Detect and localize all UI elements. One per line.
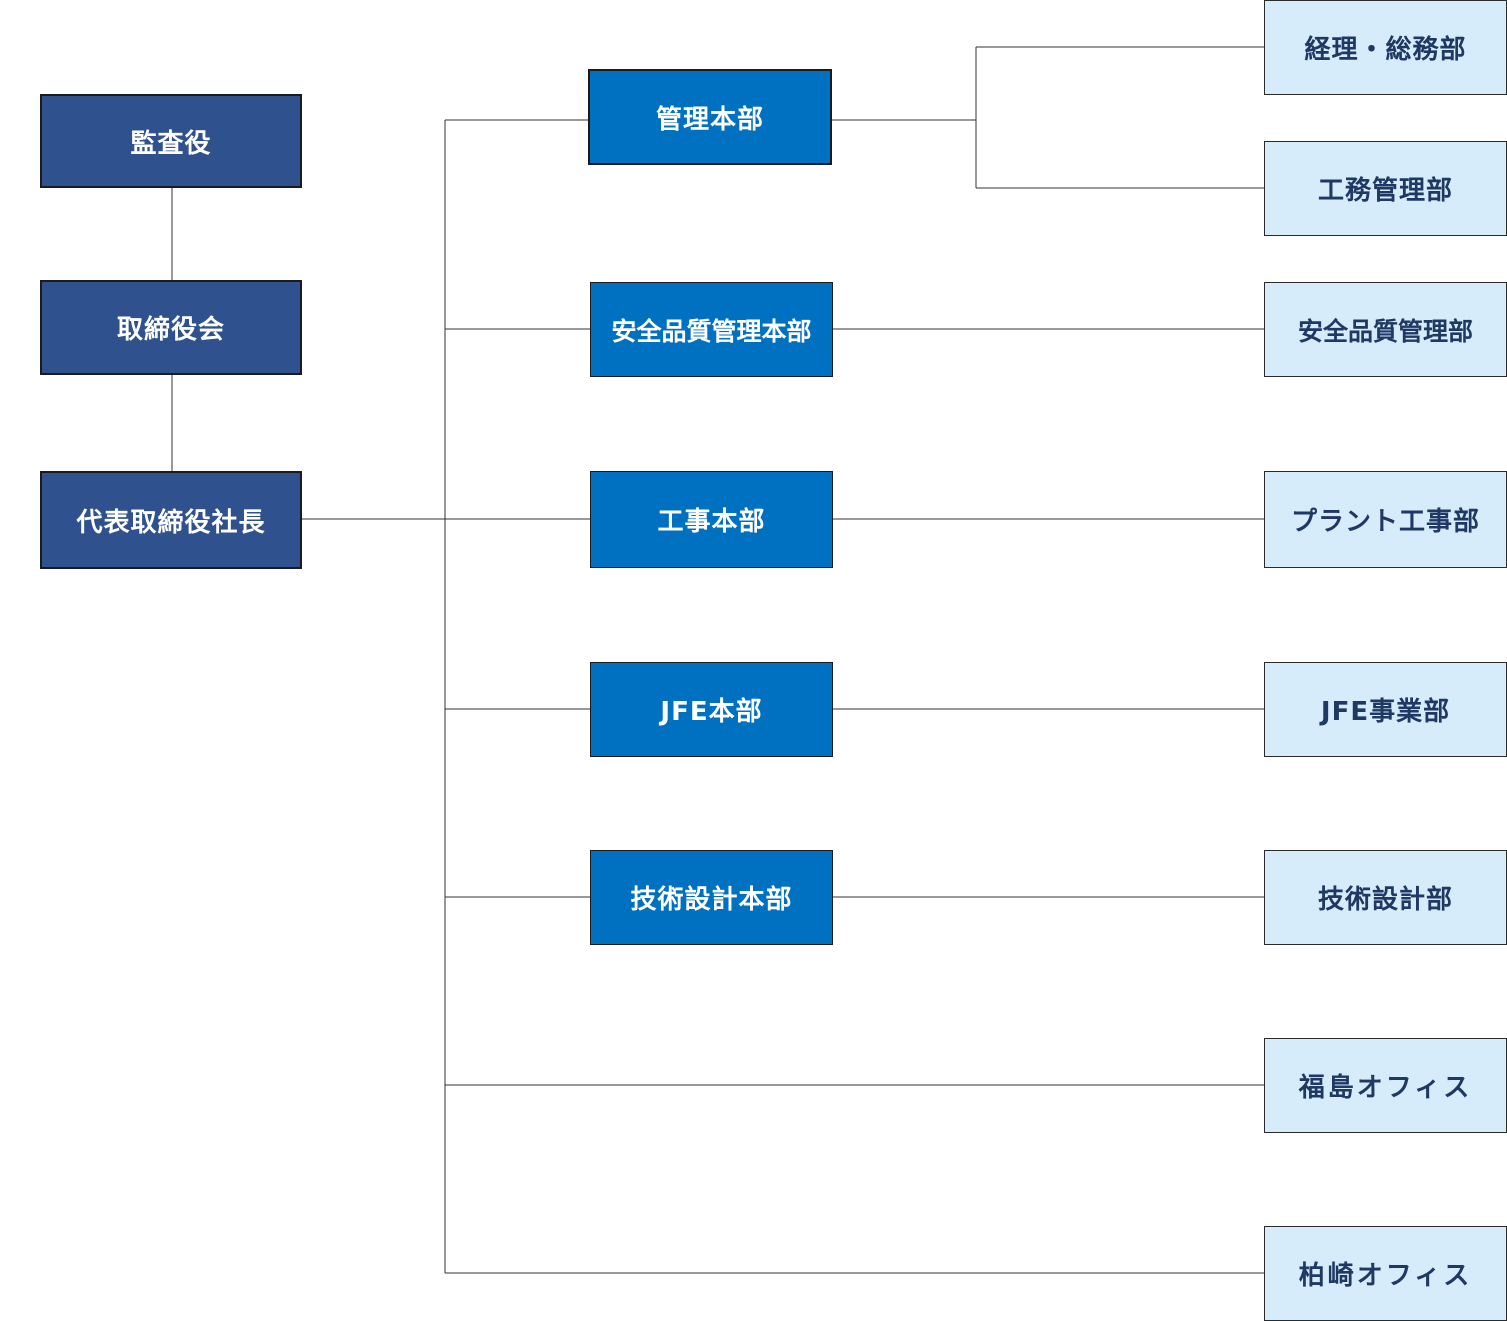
hq-engineering-box: 技術設計本部 — [590, 850, 833, 945]
dept-kashiwazaki-office-label: 柏崎オフィス — [1298, 1261, 1473, 1291]
hq-construction-label: 工事本部 — [657, 507, 766, 537]
dept-jfe-business-box: JFE事業部 — [1264, 662, 1507, 757]
president-label: 代表取締役社長 — [76, 507, 266, 538]
president-box: 代表取締役社長 — [40, 471, 302, 569]
dept-kashiwazaki-office-box: 柏崎オフィス — [1264, 1226, 1507, 1321]
dept-safety-quality-label: 安全品質管理部 — [1297, 316, 1473, 346]
dept-accounting-label: 経理・総務部 — [1304, 35, 1467, 65]
dept-engineering-design-label: 技術設計部 — [1317, 885, 1453, 915]
hq-safety-quality-label: 安全品質管理本部 — [611, 316, 812, 346]
hq-administration-box: 管理本部 — [588, 69, 832, 165]
hq-engineering-label: 技術設計本部 — [630, 885, 793, 915]
dept-accounting-box: 経理・総務部 — [1264, 0, 1507, 95]
hq-construction-box: 工事本部 — [590, 471, 833, 568]
dept-jfe-business-label: JFE事業部 — [1320, 697, 1451, 727]
auditor-box: 監査役 — [40, 94, 302, 188]
hq-safety-quality-box: 安全品質管理本部 — [590, 282, 833, 377]
dept-plant-construction-label: プラント工事部 — [1290, 507, 1480, 537]
dept-works-management-label: 工務管理部 — [1317, 176, 1453, 206]
hq-jfe-box: JFE本部 — [590, 662, 833, 757]
dept-fukushima-office-box: 福島オフィス — [1264, 1038, 1507, 1133]
hq-administration-label: 管理本部 — [655, 104, 764, 135]
auditor-label: 監査役 — [130, 128, 212, 159]
board-label: 取締役会 — [116, 315, 225, 345]
dept-works-management-box: 工務管理部 — [1264, 141, 1507, 236]
board-box: 取締役会 — [40, 280, 302, 375]
dept-plant-construction-box: プラント工事部 — [1264, 471, 1507, 568]
dept-engineering-design-box: 技術設計部 — [1264, 850, 1507, 945]
dept-fukushima-office-label: 福島オフィス — [1298, 1073, 1473, 1103]
hq-jfe-label: JFE本部 — [660, 697, 763, 727]
dept-safety-quality-box: 安全品質管理部 — [1264, 282, 1507, 377]
